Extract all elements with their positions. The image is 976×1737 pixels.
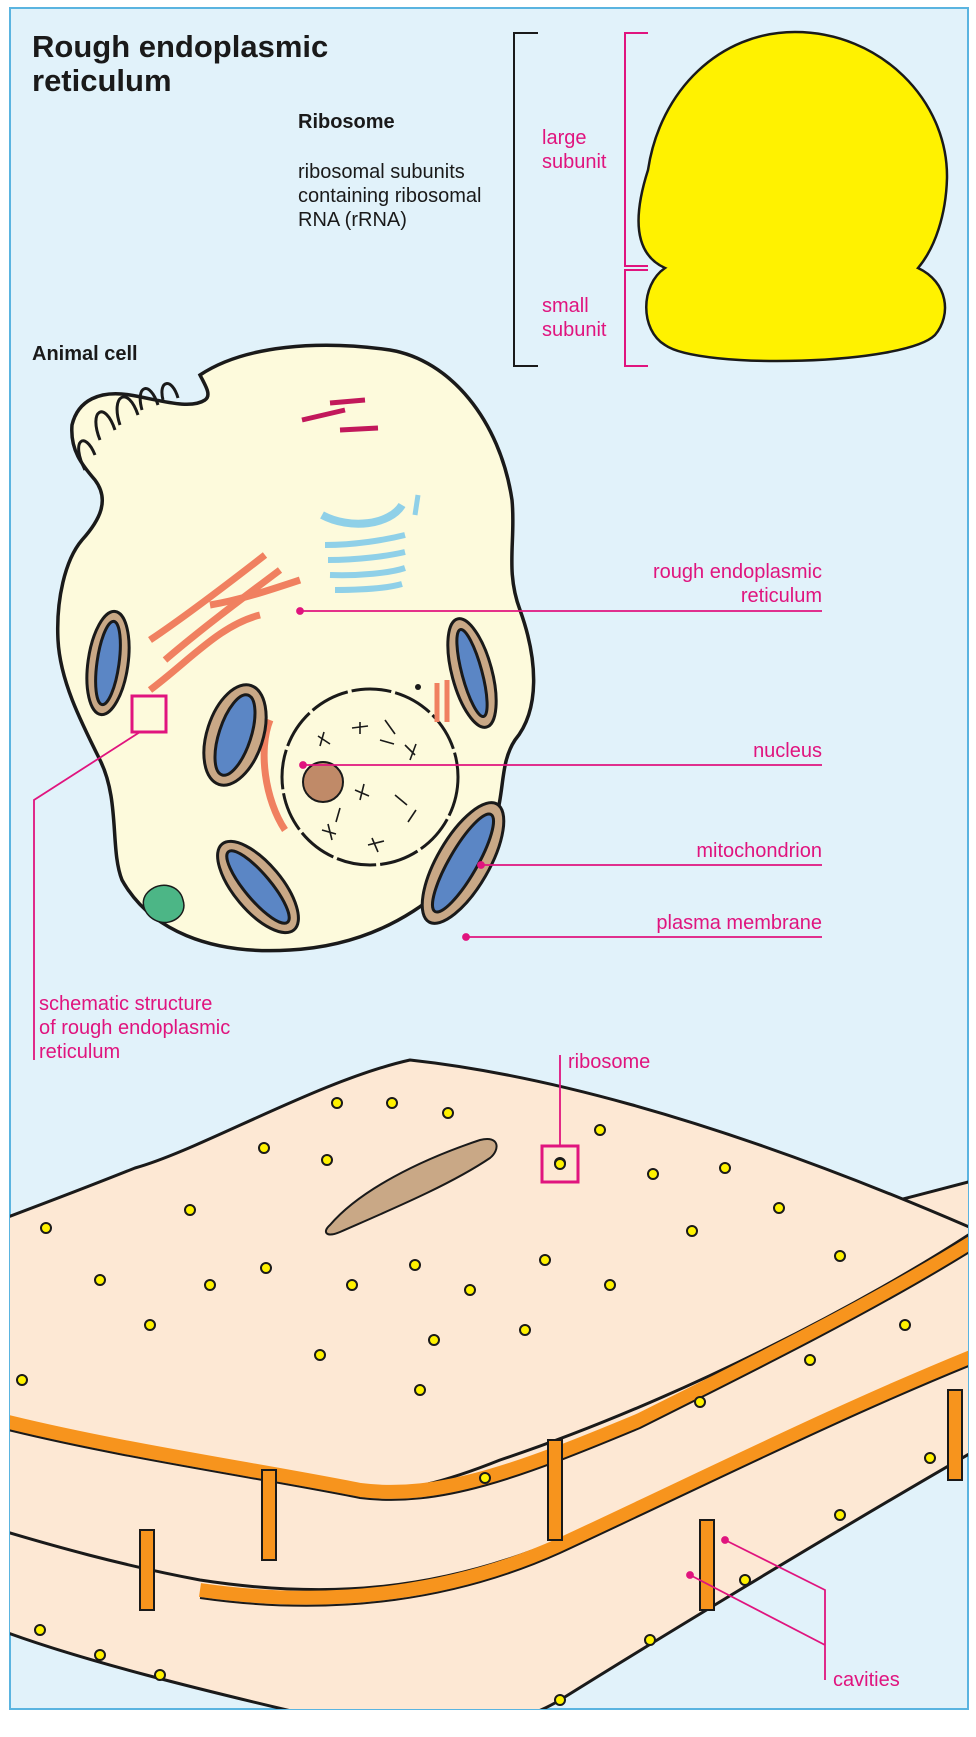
ribosome-dot	[648, 1169, 658, 1179]
ribosome-dot	[332, 1098, 342, 1108]
er-strut-2	[262, 1470, 276, 1560]
ribosome-dot	[387, 1098, 397, 1108]
ribosome-dot	[410, 1720, 420, 1730]
vesicle-green	[143, 885, 184, 922]
label-nucleus: nucleus	[560, 739, 822, 763]
ribosome-dot	[465, 1285, 475, 1295]
ribosome-dot	[429, 1335, 439, 1345]
ribosome-dot	[900, 1320, 910, 1330]
er-strut-5	[948, 1390, 962, 1480]
ribosome-dot	[740, 1575, 750, 1585]
leader-nucleus-dot	[300, 762, 306, 768]
ribosome-dot	[720, 1163, 730, 1173]
label-ribosome-er: ribosome	[568, 1050, 650, 1074]
ribosome-dot	[540, 1255, 550, 1265]
leader-cavity-1-dot	[722, 1537, 728, 1543]
ribosome-highlighted	[555, 1159, 565, 1169]
leader-mitochondrion-dot	[478, 862, 484, 868]
ribosome-dot	[805, 1355, 815, 1365]
small-subunit-label: small subunit	[542, 294, 607, 342]
ribosome-dot	[605, 1280, 615, 1290]
er-strut-4	[700, 1520, 714, 1610]
large-subunit-label: large subunit	[542, 126, 607, 174]
label-rough-er: rough endoplasmic reticulum	[560, 560, 822, 608]
ribosome-dot	[145, 1320, 155, 1330]
leader-rough-er-dot	[297, 608, 303, 614]
ribosome-dot	[480, 1473, 490, 1483]
ribosome-description: ribosomal subunits containing ribosomal …	[298, 160, 528, 232]
ribosome-dot	[322, 1155, 332, 1165]
ribosome-dot	[645, 1635, 655, 1645]
ribosome-dot	[925, 1453, 935, 1463]
ribosome-dot	[410, 1260, 420, 1270]
nucleus-organelle	[282, 689, 458, 865]
er-strut-3	[548, 1440, 562, 1540]
ribosome-dot	[473, 1717, 483, 1727]
ribosome-dot	[695, 1397, 705, 1407]
ribosome-dot	[774, 1203, 784, 1213]
nucleolus	[303, 762, 343, 802]
golgi-vesicle	[415, 495, 418, 515]
ribosome-dot	[95, 1275, 105, 1285]
animal-cell	[58, 345, 534, 950]
ribosome-dot	[415, 1385, 425, 1395]
ribosome-heading: Ribosome	[298, 110, 395, 134]
vesicle-2	[330, 400, 365, 403]
label-cavities: cavities	[833, 1668, 900, 1692]
ribosome-dot	[17, 1375, 27, 1385]
leader-plasma-membrane-dot	[463, 934, 469, 940]
ribosome-dot	[555, 1695, 565, 1705]
ribosome-dot	[835, 1251, 845, 1261]
ribosome-dot	[520, 1325, 530, 1335]
label-plasma-membrane: plasma membrane	[560, 911, 822, 935]
ribosome-dot	[595, 1125, 605, 1135]
ribosome-dot	[687, 1226, 697, 1236]
ribosome-dot	[443, 1108, 453, 1118]
ribosome-dot	[261, 1263, 271, 1273]
ribosome-dot	[340, 1717, 350, 1727]
ribosome-dot	[41, 1223, 51, 1233]
ribosome-dot	[155, 1670, 165, 1680]
ribosome-dot	[315, 1350, 325, 1360]
label-mitochondrion: mitochondrion	[560, 839, 822, 863]
ribosome-dot	[835, 1510, 845, 1520]
er-strut-1	[140, 1530, 154, 1610]
dots-small	[415, 684, 421, 690]
ribosome-dot	[205, 1280, 215, 1290]
label-schematic: schematic structure of rough endoplasmic…	[39, 992, 279, 1064]
ribosome-dot	[185, 1205, 195, 1215]
vesicle-3	[340, 428, 378, 430]
leader-cavity-2-dot	[687, 1572, 693, 1578]
ribosome-dot	[259, 1143, 269, 1153]
ribosome-dot	[35, 1625, 45, 1635]
animal-cell-heading: Animal cell	[32, 342, 138, 366]
page-title: Rough endoplasmic reticulum	[32, 30, 392, 98]
ribosome-dot	[95, 1650, 105, 1660]
ribosome-dot	[347, 1280, 357, 1290]
